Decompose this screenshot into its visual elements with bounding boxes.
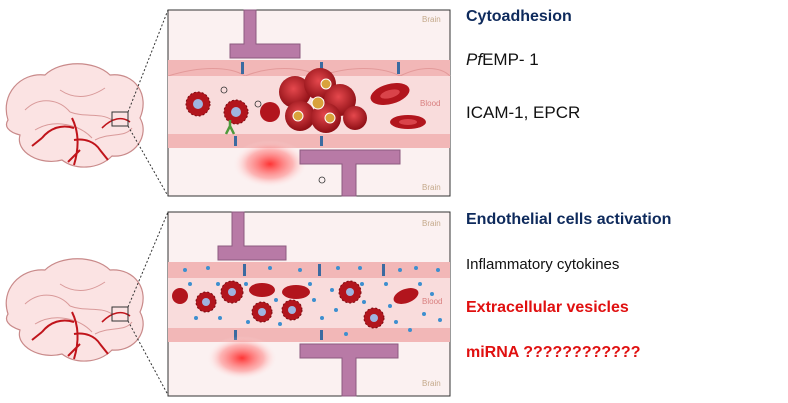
activation-panel: Brain Blood Brain — [167, 211, 451, 397]
label-cytoadhesion: Cytoadhesion — [466, 8, 572, 25]
zoom-lines — [127, 9, 169, 396]
label-pfemp: PfEMP- 1 — [466, 50, 539, 70]
label-endothelial-activation: Endothelial cells activation — [466, 211, 672, 228]
blood-label-1: Blood — [420, 99, 440, 108]
brain-top-label-1: Brain — [422, 15, 441, 24]
label-inflammatory-cytokines: Inflammatory cytokines — [466, 256, 620, 273]
label-mirna: miRNA ???????????? — [466, 344, 641, 361]
brain-bottom-label-1: Brain — [422, 183, 441, 192]
brain-bottom-label-2: Brain — [422, 379, 441, 388]
brain-icon-top — [5, 63, 144, 168]
label-extracellular-vesicles: Extracellular vesicles — [466, 299, 629, 316]
blood-label-2: Blood — [422, 297, 442, 306]
cytoadhesion-panel: Brain Blood Brain — [167, 9, 451, 197]
label-pfemp-rest: EMP- 1 — [482, 50, 539, 69]
label-icam: ICAM-1, EPCR — [466, 103, 581, 122]
brain-top-label-2: Brain — [422, 219, 441, 228]
label-pfemp-italic: Pf — [466, 50, 483, 69]
brain-icon-bottom — [5, 258, 144, 362]
